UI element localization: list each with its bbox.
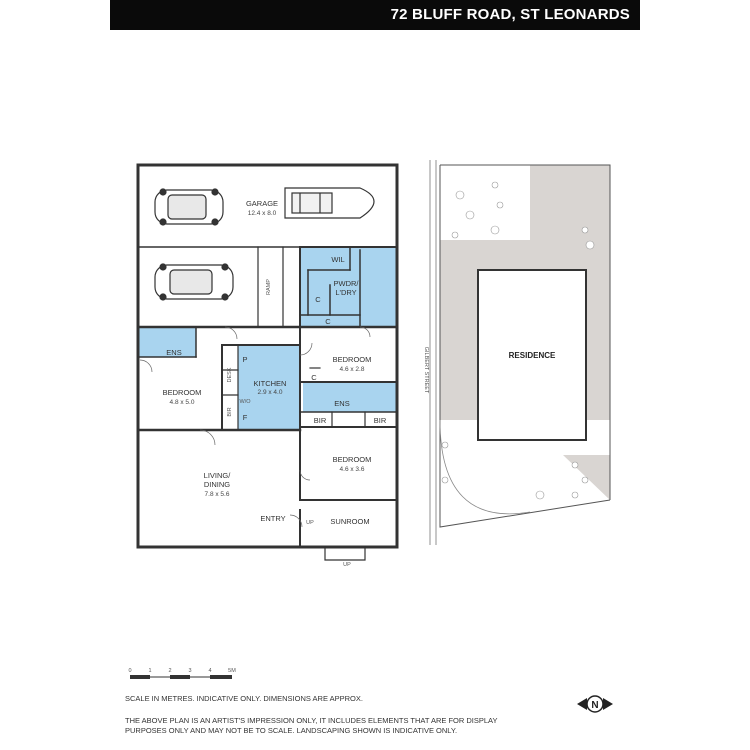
compass-label: N <box>591 700 598 711</box>
residence-label: RESIDENCE <box>509 351 556 360</box>
walls <box>136 163 399 561</box>
scale-tick-3: 3 <box>188 668 191 674</box>
ens-left-label: ENS <box>166 348 181 357</box>
property-address: 72 BLUFF ROAD, ST LEONARDS <box>390 6 630 23</box>
boat <box>284 187 375 219</box>
bedroom-left-label: BEDROOM <box>163 388 202 397</box>
ens-mid-area <box>303 382 397 412</box>
scale-tick-1: 1 <box>148 668 151 674</box>
bedroom-mid-label: BEDROOM <box>333 355 372 364</box>
ramp-label: RAMP <box>266 279 272 295</box>
landscaping <box>441 181 595 500</box>
up-label-1: UP <box>306 520 314 526</box>
ens-left-area <box>138 327 196 357</box>
car-1 <box>154 188 224 226</box>
bedroom-right-dims: 4.6 x 3.6 <box>340 466 365 473</box>
bedroom-mid-dims: 4.6 x 2.8 <box>340 366 365 373</box>
ens-mid-label: ENS <box>334 399 349 408</box>
room-labels: GARAGE 12.4 x 8.0 WIL PWDR/ L'DRY RAMP C… <box>163 199 556 568</box>
pantry-label: P <box>242 355 247 364</box>
living-dims: 7.8 x 5.6 <box>205 491 230 498</box>
scale-note: SCALE IN METRES. INDICATIVE ONLY. DIMENS… <box>125 694 363 703</box>
car-2 <box>154 263 234 301</box>
bir-kitchen-label: BIR <box>227 407 233 416</box>
wil-label: WIL <box>331 255 344 264</box>
pwdr-label: PWDR/ <box>334 279 360 288</box>
kitchen-area <box>238 345 300 430</box>
kitchen-dims: 2.9 x 4.0 <box>258 389 283 396</box>
bedroom-left-dims: 4.8 x 5.0 <box>170 399 195 406</box>
scale-tick-4: 4 <box>208 668 211 674</box>
scale-tick-0: 0 <box>128 668 131 674</box>
street-label: GILBERT STREET <box>423 347 429 394</box>
wet-areas <box>138 247 397 430</box>
site-plan <box>429 160 611 545</box>
fridge-label: F <box>243 413 248 422</box>
c-label-1: C <box>315 295 321 304</box>
c-label-3: C <box>311 373 317 382</box>
dining-label: DINING <box>204 480 230 489</box>
header-bar: 72 BLUFF ROAD, ST LEONARDS <box>110 0 640 30</box>
ldry-label: L'DRY <box>335 288 356 297</box>
pwdr-laundry-area <box>300 247 397 327</box>
disclaimer: THE ABOVE PLAN IS AN ARTIST'S IMPRESSION… <box>125 716 498 735</box>
up-label-2: UP <box>343 562 351 568</box>
living-label: LIVING/ <box>204 471 232 480</box>
bedroom-right-label: BEDROOM <box>333 455 372 464</box>
c-label-2: C <box>325 317 331 326</box>
bir-a-label: BIR <box>314 416 327 425</box>
entry-label: ENTRY <box>260 514 285 523</box>
north-arrow-icon: N <box>577 695 613 713</box>
residence-footprint <box>477 269 587 441</box>
kitchen-label: KITCHEN <box>254 379 287 388</box>
desk-label: DESK <box>227 367 233 382</box>
wo-label: W/O <box>240 399 252 405</box>
garage-dims: 12.4 x 8.0 <box>248 210 277 217</box>
door-swings <box>139 326 371 528</box>
sunroom-label: SUNROOM <box>330 517 369 526</box>
garage-label: GARAGE <box>246 199 278 208</box>
bir-b-label: BIR <box>374 416 387 425</box>
scale-tick-2: 2 <box>168 668 171 674</box>
scale-bar: 0 1 2 3 4 5M <box>128 668 236 679</box>
scale-tick-5: 5M <box>228 668 236 674</box>
